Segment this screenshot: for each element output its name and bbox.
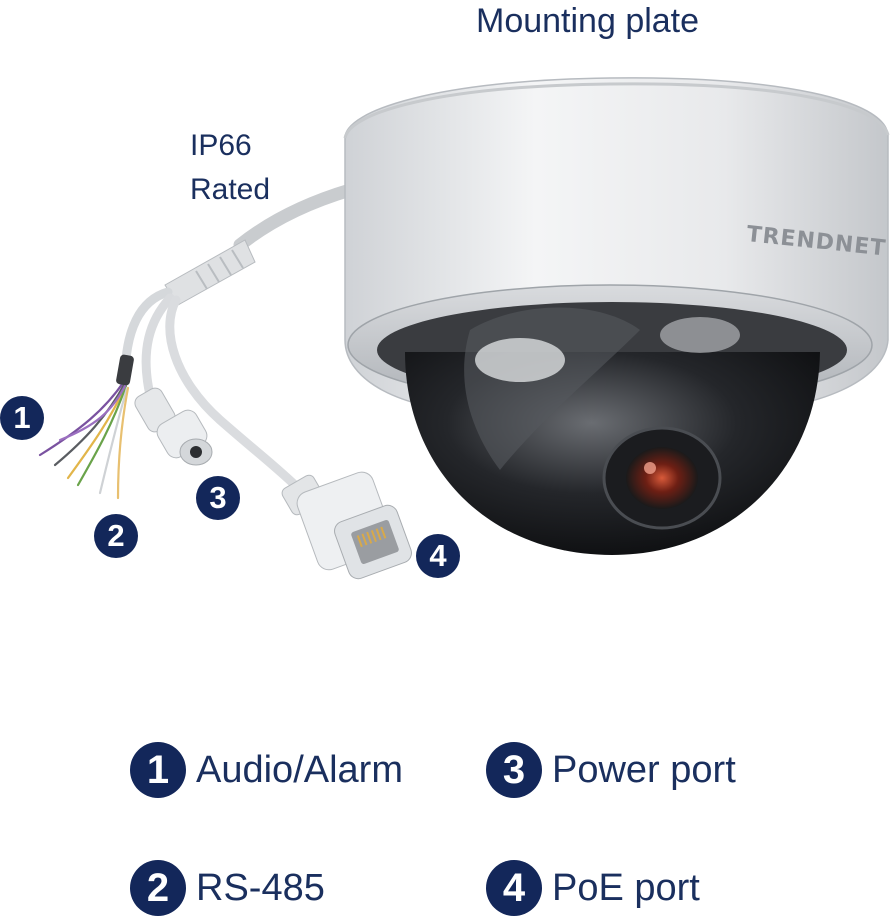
callout-badge-4: 4 (416, 534, 460, 578)
legend-text: PoE port (552, 866, 700, 909)
legend-text: Power port (552, 748, 736, 791)
loose-wires (38, 378, 130, 500)
legend-item-rs485: 2 RS-485 (130, 860, 325, 916)
main-cable (233, 183, 357, 252)
callout-badge-3: 3 (196, 476, 240, 520)
callout-badge-1: 1 (0, 396, 44, 440)
callout-badge-2: 2 (94, 514, 138, 558)
power-connector (134, 387, 213, 466)
legend-badge: 3 (486, 742, 542, 798)
legend-badge: 4 (486, 860, 542, 916)
mounting-plate-label: Mounting plate (476, 2, 700, 40)
mounting-plate-rim (343, 82, 890, 139)
camera-lens (626, 447, 698, 509)
ip66-label-line2: Rated (190, 173, 271, 206)
legend-text: Audio/Alarm (196, 748, 403, 791)
legend-item-audio-alarm: 1 Audio/Alarm (130, 742, 403, 798)
network-cable (165, 295, 305, 495)
wire-bundle-sleeve (116, 354, 134, 386)
cable-splitter (164, 239, 256, 306)
legend-item-power-port: 3 Power port (486, 742, 736, 798)
power-cable (141, 293, 175, 400)
legend-item-poe-port: 4 PoE port (486, 860, 700, 916)
legend-text: RS-485 (196, 866, 325, 909)
rj45-connector (281, 471, 412, 580)
legend-badge: 2 (130, 860, 186, 916)
legend-badge: 1 (130, 742, 186, 798)
ip66-label-line1: IP66 (190, 129, 252, 162)
